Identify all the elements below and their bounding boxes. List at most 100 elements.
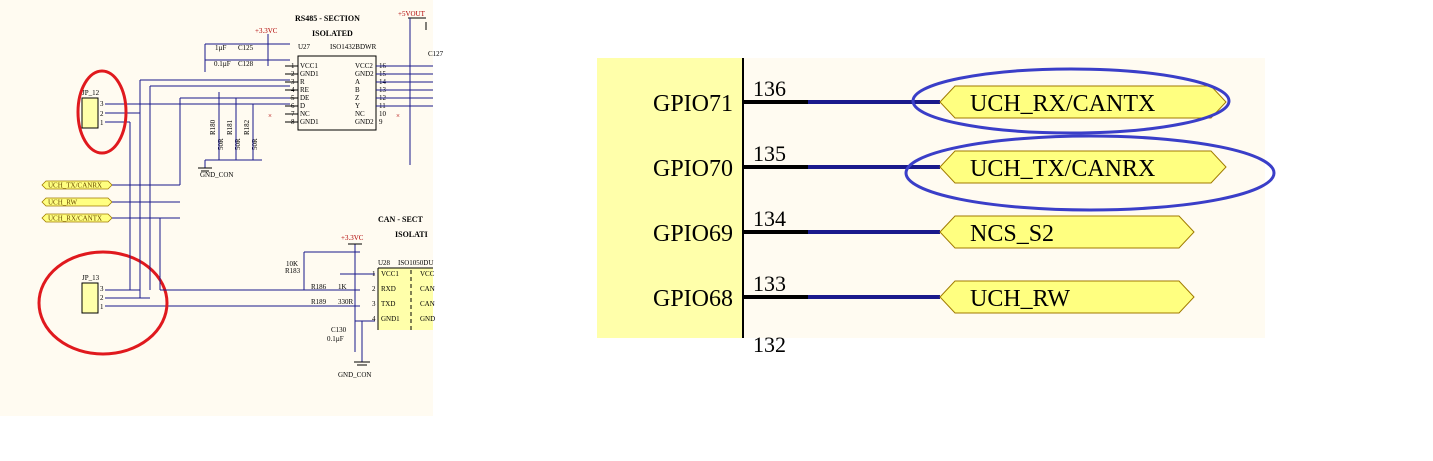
jp12-highlight	[76, 69, 128, 155]
u27-pin-right-7: NC	[355, 110, 365, 118]
u27-pin-right-5: Z	[355, 94, 359, 102]
jp12-body	[81, 97, 99, 129]
termination-resistors: R180 R181 R182 50R 50R 50R	[198, 92, 262, 172]
r183-value: 10K	[286, 260, 298, 268]
u27-pin-left-7: NC	[300, 110, 310, 118]
u27-pin-left-6: D	[300, 102, 305, 110]
highlight-uch-rx	[911, 67, 1231, 135]
gpio-label-1: GPIO71	[653, 91, 733, 117]
gnd-label-top: GND_CON	[200, 171, 233, 179]
left-net-label-1: UCH_TX/CANRX	[48, 182, 102, 190]
c130-value: 0.1µF	[327, 335, 344, 343]
u27-designator: U27	[298, 43, 311, 51]
u28-pin-num-1: 1	[372, 270, 376, 278]
u27-pin-right-num-8: 9	[379, 118, 383, 126]
jp12-label: JP_12	[82, 89, 100, 97]
jp13-pin1: 1	[100, 303, 104, 311]
u27-pin-left-1: VCC1	[300, 62, 318, 70]
c128-label: C128	[238, 60, 254, 68]
u27-pin-left-2: GND1	[300, 70, 319, 78]
r189-label: R189	[311, 298, 327, 306]
left-net-label-3: UCH_RX/CANTX	[48, 215, 102, 223]
r182-value: 50R	[251, 138, 259, 150]
u27-pin-right-3: A	[355, 78, 360, 86]
pin-number-2: 135	[753, 141, 786, 166]
net-label-3: NCS_S2	[970, 221, 1054, 247]
net-flag-1	[939, 85, 1227, 119]
can-title: CAN - SECT	[378, 215, 424, 224]
power-5v: +5VOUT	[398, 10, 426, 18]
u28-pin-num-4: 4	[372, 315, 376, 323]
u27-output-wires	[376, 65, 433, 107]
pin-number-4: 133	[753, 271, 786, 296]
r180-value: 50R	[217, 138, 225, 150]
u28-body	[378, 268, 433, 330]
u28-pin-4: GND1	[381, 315, 400, 323]
gpio-label-2: GPIO70	[653, 156, 733, 182]
jp13-body	[81, 282, 99, 314]
u28-pin-right-1: VCC	[420, 270, 435, 278]
c128-value: 0.1µF	[214, 60, 231, 68]
r189-value: 330R	[338, 298, 354, 306]
r186-value: 1K	[338, 283, 347, 291]
c125-label: C125	[238, 44, 254, 52]
u27-pin-right-6: Y	[355, 102, 360, 110]
nc-mark-left: ×	[268, 112, 272, 120]
u28-pin-1: VCC1	[381, 270, 399, 278]
jp13-pin2: 2	[100, 294, 104, 302]
c127-label: C127	[428, 50, 444, 58]
r181-value: 50R	[234, 138, 242, 150]
r181-label: R181	[226, 119, 234, 135]
u28-pin-right-2: CAN	[420, 285, 435, 293]
pin-number-1: 136	[753, 76, 786, 101]
net-flag-3	[939, 215, 1195, 249]
u28-pin-3: TXD	[381, 300, 395, 308]
net-flag-2	[939, 150, 1227, 184]
u28-pin-right-3: CAN	[420, 300, 435, 308]
r183-label: R183	[285, 267, 301, 275]
u27-pin-left-8: GND1	[300, 118, 319, 126]
net-label-4: UCH_RW	[970, 286, 1070, 312]
u28-pin-right-4: GND	[420, 315, 435, 323]
gpio-label-3: GPIO69	[653, 221, 733, 247]
highlight-uch-tx	[904, 134, 1276, 212]
pin-number-3: 134	[753, 206, 786, 231]
u27-pin-left-4: RE	[300, 86, 309, 94]
u28-pin-num-2: 2	[372, 285, 376, 293]
jp12-pin1: 1	[100, 119, 104, 127]
jp13-pin3: 3	[100, 285, 104, 293]
net-label-1: UCH_RX/CANTX	[970, 91, 1155, 117]
u27-pin-left-5: DE	[300, 94, 309, 102]
u27-pin-right-8: GND2	[355, 118, 374, 126]
u28-part: ISO1050DU	[398, 259, 433, 267]
jp13-label: JP_13	[82, 274, 100, 282]
r182-label: R182	[243, 119, 251, 135]
rs485-subtitle: ISOLATED	[312, 29, 353, 38]
net-flag-4	[939, 280, 1195, 314]
u27-part: ISO1432BDWR	[330, 43, 377, 51]
u27-pin-right-4: B	[355, 86, 360, 94]
pin-132-partial: 132	[753, 332, 786, 357]
net-label-2: UCH_TX/CANRX	[970, 156, 1155, 182]
r186-label: R186	[311, 283, 327, 291]
gpio-label-4: GPIO68	[653, 286, 733, 312]
jp12-pin2: 2	[100, 110, 104, 118]
rs485-title: RS485 - SECTION	[295, 14, 360, 23]
can-subtitle: ISOLATI	[395, 230, 428, 239]
gnd-label-can: GND_CON	[338, 371, 371, 379]
u27-pin-left-3: R	[300, 78, 305, 86]
c130-label: C130	[331, 326, 347, 334]
jp13-highlight	[37, 250, 169, 356]
r180-label: R180	[209, 119, 217, 135]
power-33v-can: +3.3VC	[341, 234, 364, 242]
u28-pin-2: RXD	[381, 285, 396, 293]
jp12-pin3: 3	[100, 100, 104, 108]
u27-pin-right-2: GND2	[355, 70, 374, 78]
c125-value: 1µF	[215, 44, 227, 52]
u28-designator: U28	[378, 259, 391, 267]
